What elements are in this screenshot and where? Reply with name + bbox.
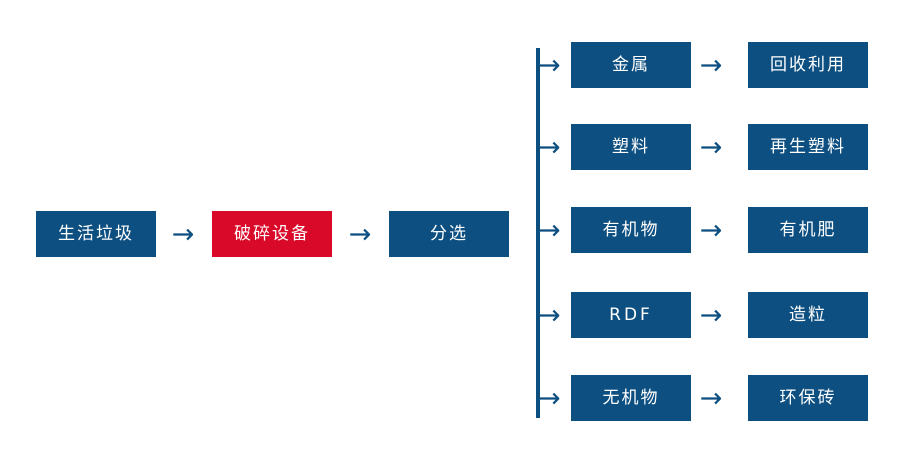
arrow-right-icon-1: → [699,49,723,81]
branch-arrow-icon-1: → [538,49,561,81]
arrow-right-icon: → [171,218,195,250]
arrow-right-icon: → [348,218,372,250]
branch-product-organic-fertilizer[interactable]: 有机肥 [748,207,868,253]
branch-product-recycling[interactable]: 回收利用 [748,42,868,88]
branch-arrow-icon-4: → [538,299,561,331]
branch-product-eco-brick[interactable]: 环保砖 [748,375,868,421]
branch-arrow-icon-2: → [538,131,561,163]
node-sorting[interactable]: 分选 [389,211,509,257]
node-crushing-equipment[interactable]: 破碎设备 [212,211,332,257]
branch-arrow-icon-5: → [538,382,561,414]
branch-material-rdf[interactable]: RDF [571,292,691,338]
arrow-right-icon-3: → [699,214,723,246]
vertical-connector-line [536,48,540,418]
arrow-right-icon-5: → [699,382,723,414]
node-domestic-waste[interactable]: 生活垃圾 [36,211,156,257]
arrow-right-icon-2: → [699,131,723,163]
branch-product-granulation[interactable]: 造粒 [748,292,868,338]
arrow-right-icon-4: → [699,299,723,331]
branch-material-metal[interactable]: 金属 [571,42,691,88]
branch-material-organic[interactable]: 有机物 [571,207,691,253]
branch-product-recycled-plastic[interactable]: 再生塑料 [748,124,868,170]
branch-arrow-icon-3: → [538,214,561,246]
branch-material-inorganic[interactable]: 无机物 [571,375,691,421]
branch-material-plastic[interactable]: 塑料 [571,124,691,170]
